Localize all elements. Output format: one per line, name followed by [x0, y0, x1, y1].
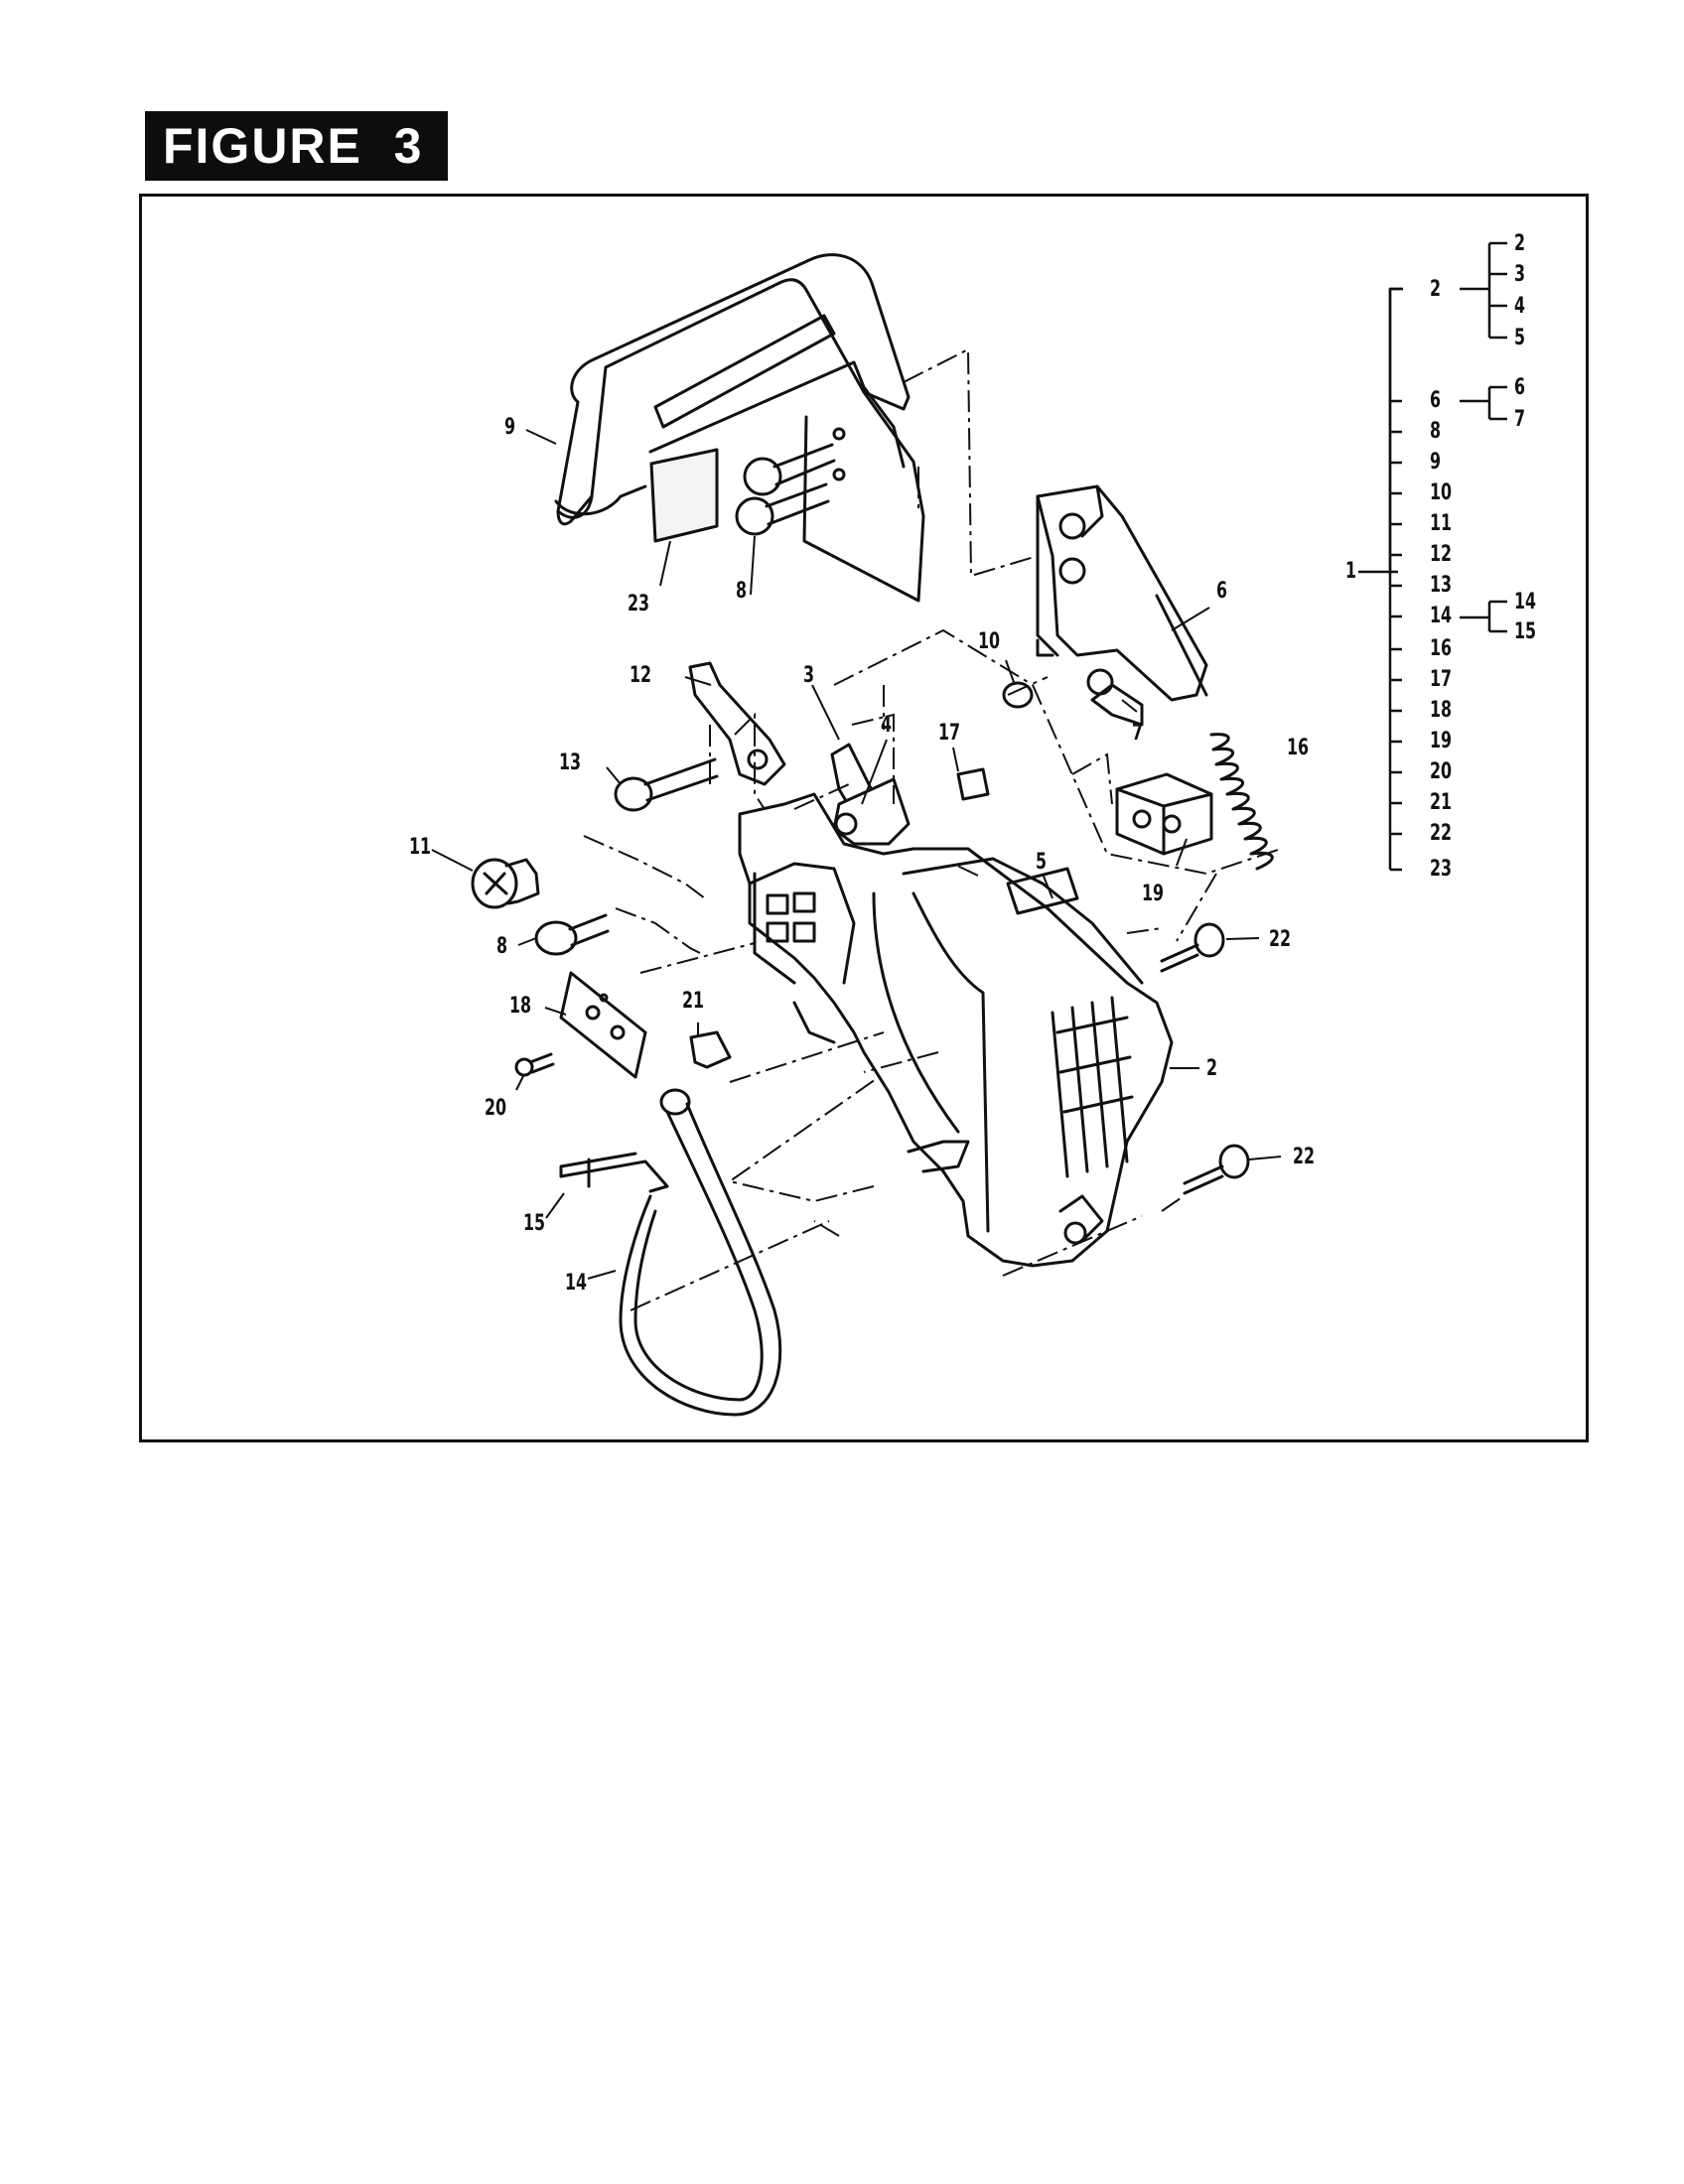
tree-item-12: 12	[1430, 542, 1453, 567]
callout-9: 9	[504, 415, 516, 440]
callout-14: 14	[565, 1271, 588, 1296]
bracket-insert-part	[1090, 683, 1144, 727]
callout-11: 11	[409, 835, 432, 860]
tree-item-21: 21	[1430, 790, 1453, 815]
decal-part	[649, 448, 719, 543]
cover-screw-lower	[1218, 1144, 1250, 1179]
tree-item-23: 23	[1430, 857, 1453, 882]
tree-item-10: 10	[1430, 480, 1453, 505]
callout-16: 16	[1287, 736, 1310, 760]
cover-screw-upper	[1193, 922, 1225, 958]
tree-sub2-3: 3	[1514, 262, 1526, 287]
callout-12: 12	[630, 663, 652, 688]
callout-22-upper: 22	[1269, 927, 1292, 952]
brake-band-part	[559, 1088, 782, 1417]
tree-item-22: 22	[1430, 821, 1453, 846]
tree-item-13: 13	[1430, 573, 1453, 598]
diagram-frame	[139, 194, 1589, 1442]
pivot-screw-part	[471, 858, 540, 909]
tree-item-11: 11	[1430, 511, 1453, 536]
bumper-part	[689, 1030, 732, 1069]
hand-guard-part	[554, 253, 925, 603]
figure-title: FIGURE 3	[145, 111, 448, 181]
spring-part	[1209, 733, 1274, 871]
tree-sub6-6: 6	[1514, 375, 1526, 400]
callout-19: 19	[1142, 882, 1165, 906]
tree-item-14: 14	[1430, 604, 1453, 628]
callout-3: 3	[803, 663, 815, 688]
callout-23: 23	[628, 592, 650, 616]
tree-sub2-5: 5	[1514, 326, 1526, 350]
tree-item-6: 6	[1430, 388, 1442, 413]
callout-17: 17	[938, 721, 961, 746]
tree-item-9: 9	[1430, 450, 1442, 475]
callout-2: 2	[1206, 1056, 1218, 1081]
brake-lever-bracket	[1036, 484, 1208, 702]
clutch-cover-housing	[738, 792, 1174, 1268]
callout-18: 18	[509, 994, 532, 1019]
lever-part	[688, 661, 786, 786]
callout-20: 20	[485, 1096, 507, 1121]
tree-item-2: 2	[1430, 277, 1442, 302]
tree-item-16: 16	[1430, 636, 1453, 661]
mounting-plate-part	[559, 971, 647, 1079]
tree-item-20: 20	[1430, 759, 1453, 784]
tree-sub14-15: 15	[1514, 619, 1537, 644]
callout-10: 10	[978, 629, 1001, 654]
callout-4: 4	[881, 713, 893, 738]
pad-part	[956, 767, 990, 801]
tree-sub6-7: 7	[1514, 407, 1526, 432]
callout-21: 21	[682, 989, 705, 1014]
callout-15: 15	[523, 1211, 546, 1236]
callout-8-upper: 8	[736, 579, 748, 604]
callout-13: 13	[559, 751, 582, 775]
tree-root-1: 1	[1345, 559, 1357, 584]
callout-5: 5	[1036, 850, 1048, 875]
tree-item-8: 8	[1430, 419, 1442, 444]
tree-item-19: 19	[1430, 729, 1453, 753]
housing-screw	[534, 920, 578, 956]
tree-sub2-4: 4	[1514, 294, 1526, 319]
callout-8-lower: 8	[496, 934, 508, 959]
guard-screws	[735, 427, 846, 536]
tree-item-18: 18	[1430, 698, 1453, 723]
callout-22-lower: 22	[1293, 1145, 1316, 1169]
parts-tree-lines	[1358, 241, 1507, 872]
callout-7: 7	[1132, 721, 1144, 746]
damper-block-part	[1115, 772, 1213, 856]
tree-sub14-14: 14	[1514, 590, 1537, 614]
lever-screw	[614, 776, 653, 812]
callout-6: 6	[1216, 579, 1228, 604]
tree-sub2-2: 2	[1514, 231, 1526, 256]
tree-item-17: 17	[1430, 667, 1453, 692]
spacer-part	[1002, 681, 1034, 709]
